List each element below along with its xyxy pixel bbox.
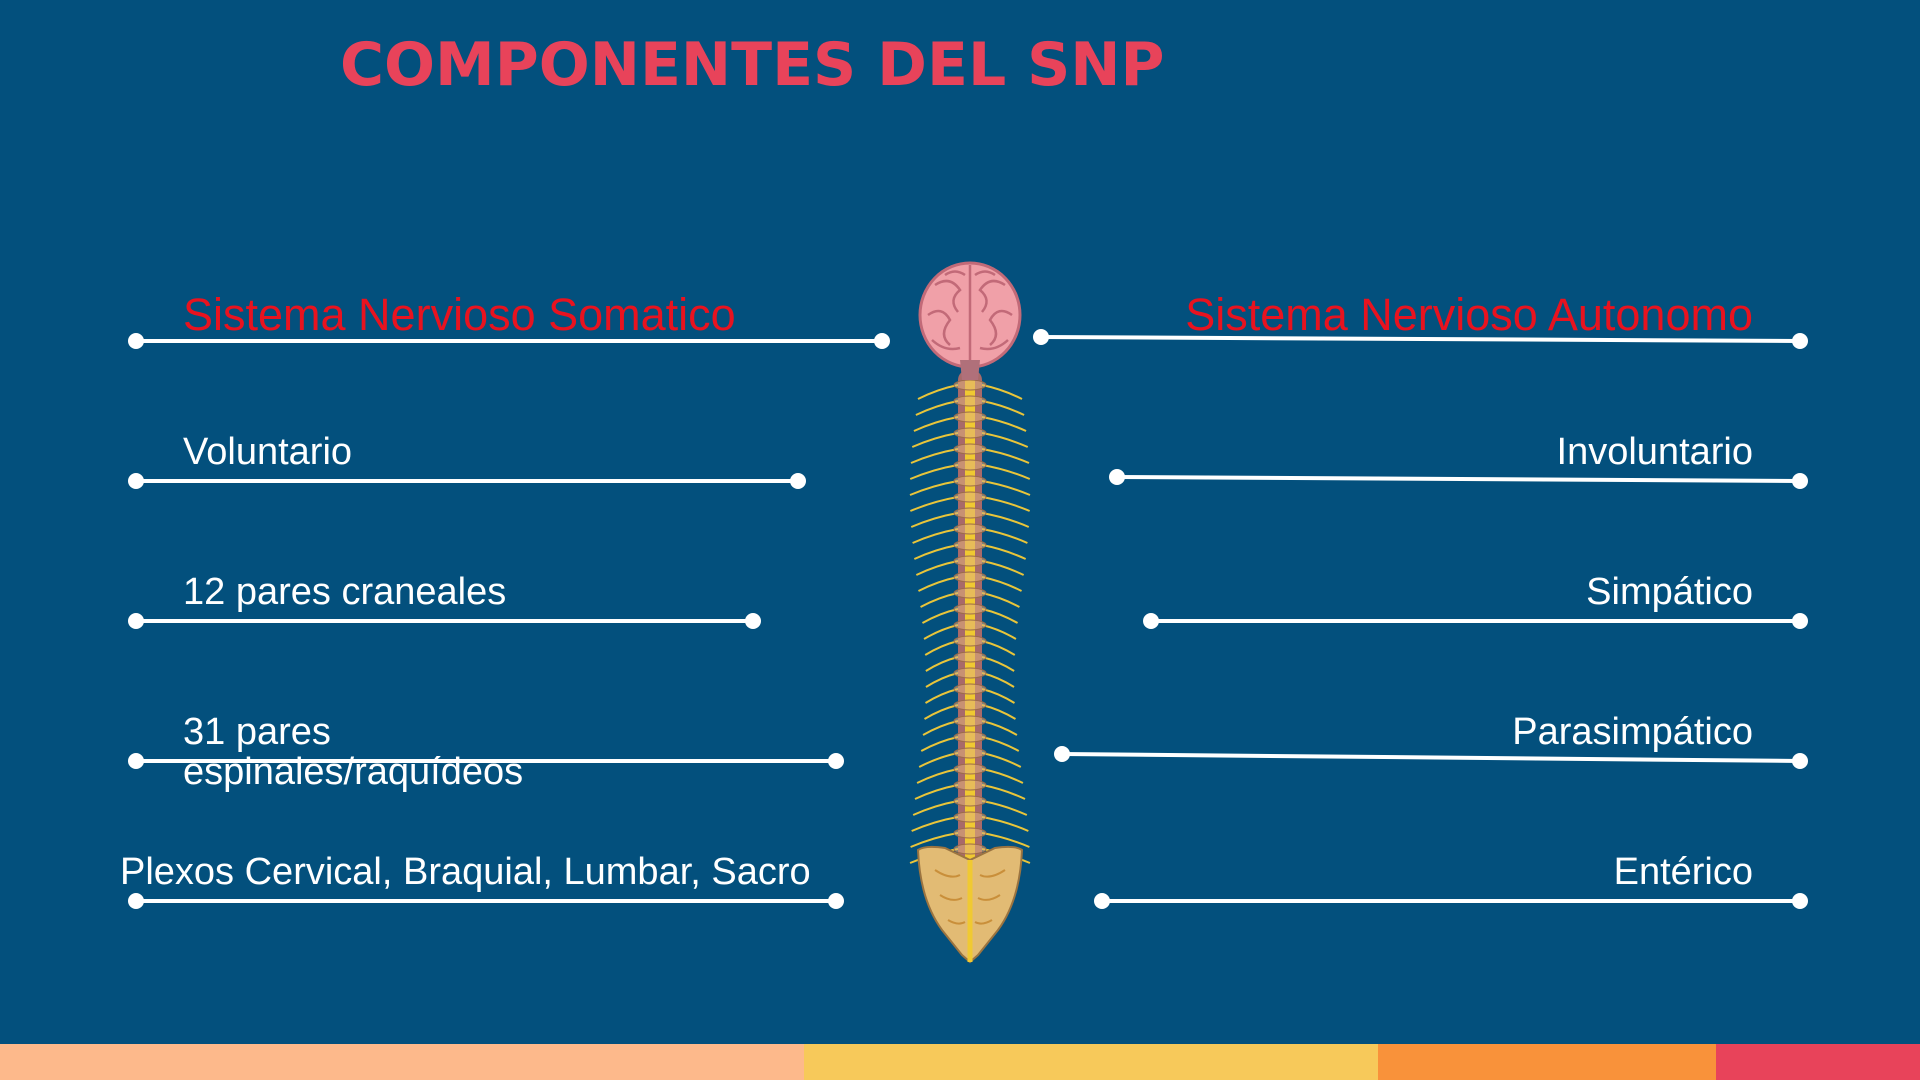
left-heading: Sistema Nervioso Somatico [183, 289, 736, 340]
right-heading: Sistema Nervioso Autonomo [1185, 289, 1753, 340]
connector-right-3 [1061, 752, 1801, 763]
connector-right-1 [1116, 475, 1801, 483]
bar-segment-peach [0, 1044, 804, 1080]
right-item-1: Involuntario [1556, 431, 1753, 473]
left-item-1: Voluntario [183, 431, 353, 473]
brain-and-spinal-cord-illustration [909, 261, 1031, 964]
slide-title: COMPONENTES DEL SNP [340, 30, 1165, 100]
bottom-color-bar [0, 1044, 1920, 1080]
left-item-2: 12 pares craneales [183, 571, 507, 613]
right-item-2: Simpático [1586, 571, 1753, 613]
left-item-4: Plexos Cervical, Braquial, Lumbar, Sacro [120, 851, 811, 893]
dot [128, 333, 144, 349]
bar-segment-yellow [804, 1044, 1378, 1080]
right-item-3: Parasimpático [1512, 711, 1753, 753]
dot [874, 333, 890, 349]
bar-segment-orange [1378, 1044, 1716, 1080]
right-item-4: Entérico [1613, 851, 1753, 893]
bar-segment-red [1716, 1044, 1920, 1080]
connector-right-heading [1040, 335, 1801, 343]
left-item-3: 31 pares espinales/raquídeos [183, 711, 524, 793]
